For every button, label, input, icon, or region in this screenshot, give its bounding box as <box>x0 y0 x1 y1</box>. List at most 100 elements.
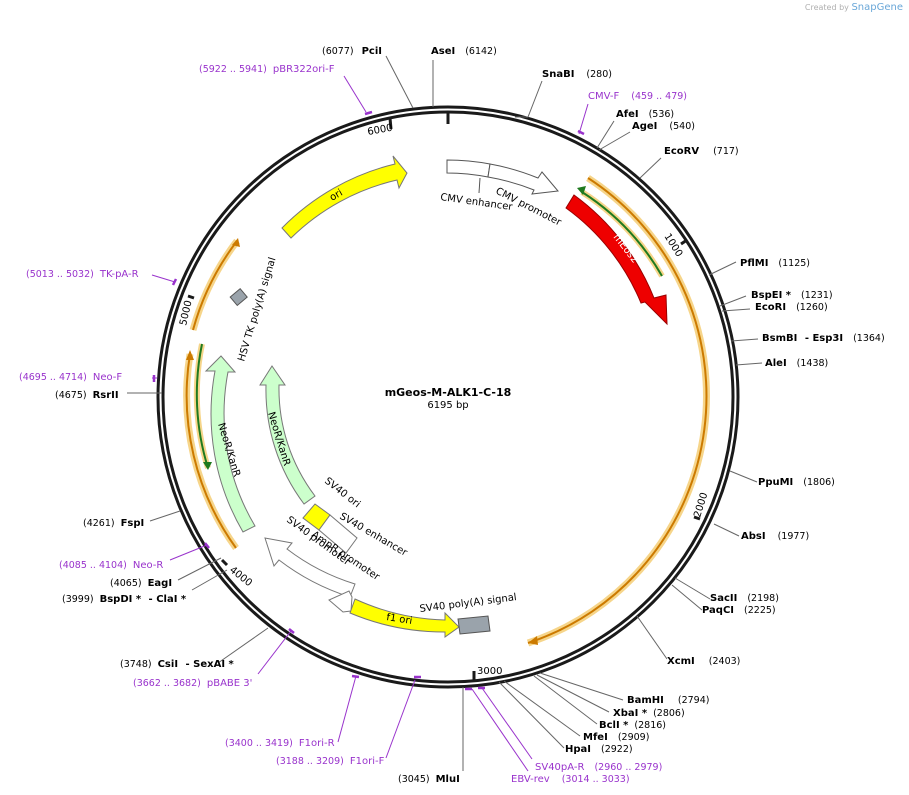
site-pos-xbai: (2806) <box>653 708 685 719</box>
site-label-bamhi[interactable]: BamHI(2794) <box>627 695 709 706</box>
neor-kanr-arrow-outer <box>204 355 256 533</box>
site-label-alei[interactable]: AleI(1438) <box>765 358 828 369</box>
svg-text:AleI(1438): AleI(1438) <box>765 358 828 369</box>
primer-label-f1ori-r[interactable]: (3400 .. 3419)F1ori-R <box>225 738 335 749</box>
site-pos-fspi: (4261) <box>83 518 115 529</box>
meos2-arrow <box>565 194 668 326</box>
hsv-tk-polya-box <box>229 287 248 307</box>
primer-range-sv40pa-r: (2960 .. 2979) <box>594 762 662 773</box>
site-name-sexai: - SexAI * <box>182 659 234 670</box>
site-pos-bcli: (2816) <box>634 720 666 731</box>
site-label-sacii[interactable]: SacII(2198) <box>710 593 779 604</box>
site-label-pflmi[interactable]: PflMI (1125) <box>740 258 810 269</box>
site-name-fspi: FspI <box>121 518 145 529</box>
site-name-rsrii: RsrII <box>93 390 119 401</box>
cmv-promoter-arrow <box>487 163 559 195</box>
site-label-mfei[interactable]: MfeI(2909) <box>583 732 649 743</box>
svg-text:(4675)RsrII: (4675)RsrII <box>55 390 119 401</box>
primer-label-tk-pa-r[interactable]: (5013 .. 5032)TK-pA-R <box>26 269 139 280</box>
sv40-promoter-arrow <box>264 537 356 598</box>
site-pos-snabi: (280) <box>586 69 612 80</box>
site-label-ecorv[interactable]: EcoRV(717) <box>664 146 739 157</box>
primer-label-ebv-rev[interactable]: EBV-rev(3014 .. 3033) <box>511 774 630 785</box>
svg-text:PpuMI(1806): PpuMI(1806) <box>758 477 835 488</box>
primer-label-sv40pa-r[interactable]: SV40pA-R(2960 .. 2979) <box>535 762 662 773</box>
primer-range-cmv-f: (459 .. 479) <box>631 91 687 102</box>
primer-marks <box>152 110 585 691</box>
site-label-agei[interactable]: AgeI (540) <box>632 121 695 132</box>
site-name-afei: AfeI <box>616 109 639 120</box>
site-label-afei[interactable]: AfeI (536) <box>616 109 674 120</box>
site-name-bspei: BspEI <box>751 290 782 301</box>
svg-text:BclI *(2816): BclI *(2816) <box>599 720 666 731</box>
site-label-ppumi[interactable]: PpuMI(1806) <box>758 477 835 488</box>
site-label-mlui[interactable]: (3045)MluI <box>398 774 460 785</box>
orf-arc-right-arrowhead <box>528 636 538 645</box>
site-pos-afei: (536) <box>649 109 675 120</box>
site-label-eagi[interactable]: (4065)EagI <box>110 578 172 589</box>
svg-text:(3400 .. 3419)F1ori-R: (3400 .. 3419)F1ori-R <box>225 738 335 749</box>
site-label-bspdi[interactable]: (3999)BspDI * - ClaI * <box>62 594 187 605</box>
snapgene-logo: SnapGene <box>851 2 903 13</box>
site-pos-pflmi: (1125) <box>778 258 810 269</box>
primer-label-neo-f[interactable]: (4695 .. 4714)Neo-F <box>19 372 122 383</box>
tick-label-6000: 6000 <box>367 123 394 138</box>
site-pos-bspdi: (3999) <box>62 594 94 605</box>
site-pos-bspei: (1231) <box>801 290 833 301</box>
site-label-pcii[interactable]: (6077)PciI <box>322 46 382 57</box>
svg-text:SV40pA-R(2960 .. 2979): SV40pA-R(2960 .. 2979) <box>535 762 662 773</box>
primer-label-neo-r[interactable]: (4085 .. 4104)Neo-R <box>59 560 163 571</box>
site-name-xcmi: XcmI <box>667 656 695 667</box>
primer-name-ebv-rev: EBV-rev <box>511 774 550 785</box>
credit-prefix: Created by <box>804 3 849 12</box>
site-pos-paqci: (2225) <box>744 605 776 616</box>
site-label-hpai[interactable]: HpaI(2922) <box>565 744 633 755</box>
site-label-csii[interactable]: (3748)CsiI - SexAI * <box>120 659 235 670</box>
svg-text:CMV-F(459 .. 479): CMV-F (459 .. 479) <box>588 91 687 102</box>
site-pos-agei: (540) <box>669 121 695 132</box>
plasmid-name: mGeos-M-ALK1-C-18 <box>385 386 512 399</box>
site-label-fspi[interactable]: (4261) FspI <box>83 518 144 529</box>
site-label-snabi[interactable]: SnaBI(280) <box>542 69 612 80</box>
svg-text:(4085 .. 4104)Neo-R: (4085 .. 4104)Neo-R <box>59 560 163 571</box>
primer-range-neo-r: (4085 .. 4104) <box>59 560 127 571</box>
site-label-absi[interactable]: AbsI(1977) <box>741 531 809 542</box>
site-name-agei: AgeI <box>632 121 657 132</box>
site-name-paqci: PaqCI <box>702 605 734 616</box>
site-pos-ecorv: (717) <box>713 146 739 157</box>
site-label-xbai[interactable]: XbaI *(2806) <box>613 708 685 719</box>
plasmid-length: 6195 bp <box>427 400 468 411</box>
svg-text:(3188 .. 3209)F1ori-F: (3188 .. 3209)F1ori-F <box>276 756 385 767</box>
svg-text:XbaI *(2806): XbaI *(2806) <box>613 708 685 719</box>
orf-arc-left-outer-arrowhead <box>186 350 194 360</box>
backbone-inner <box>161 110 735 684</box>
site-name-mfei: MfeI <box>583 732 608 743</box>
sv40-ori-label: SV40 ori <box>322 476 362 511</box>
site-label-bsmbi[interactable]: BsmBI - Esp3I(1364) <box>762 333 885 344</box>
sv40-polya-box <box>457 615 491 635</box>
site-name-bamhi: BamHI <box>627 695 664 706</box>
site-pos-mlui: (3045) <box>398 774 430 785</box>
site-label-asei[interactable]: AseI(6142) <box>431 46 497 57</box>
site-name-pflmi: PflMI <box>740 258 768 269</box>
primer-label-pbabe-3[interactable]: (3662 .. 3682)pBABE 3' <box>133 678 252 689</box>
site-name-clai: - ClaI * <box>145 594 187 605</box>
primer-range-pbabe-3: (3662 .. 3682) <box>133 678 201 689</box>
site-pos-csii: (3748) <box>120 659 152 670</box>
svg-text:BamHI(2794): BamHI(2794) <box>627 695 709 706</box>
site-name-xbai: XbaI <box>613 708 638 719</box>
site-star-bspei: * <box>782 290 791 301</box>
site-label-ecori[interactable]: EcoRI(1260) <box>755 302 828 313</box>
site-name-ecori: EcoRI <box>755 302 786 313</box>
primer-name-cmv-f: CMV-F <box>588 91 619 102</box>
primer-label-pbr322ori-f[interactable]: (5922 .. 5941)pBR322ori-F <box>199 64 335 75</box>
site-label-xcmi[interactable]: XcmI(2403) <box>667 656 740 667</box>
site-label-bspei[interactable]: BspEI * (1231) <box>751 290 833 301</box>
primer-name-f1ori-f: F1ori-F <box>350 756 385 767</box>
site-label-paqci[interactable]: PaqCI (2225) <box>702 605 776 616</box>
site-label-bcli[interactable]: BclI *(2816) <box>599 720 666 731</box>
site-label-rsrii[interactable]: (4675)RsrII <box>55 390 119 401</box>
green-orf-arc-left <box>195 343 209 469</box>
primer-label-f1ori-f[interactable]: (3188 .. 3209)F1ori-F <box>276 756 385 767</box>
primer-label-cmv-f[interactable]: CMV-F (459 .. 479) <box>588 91 687 102</box>
